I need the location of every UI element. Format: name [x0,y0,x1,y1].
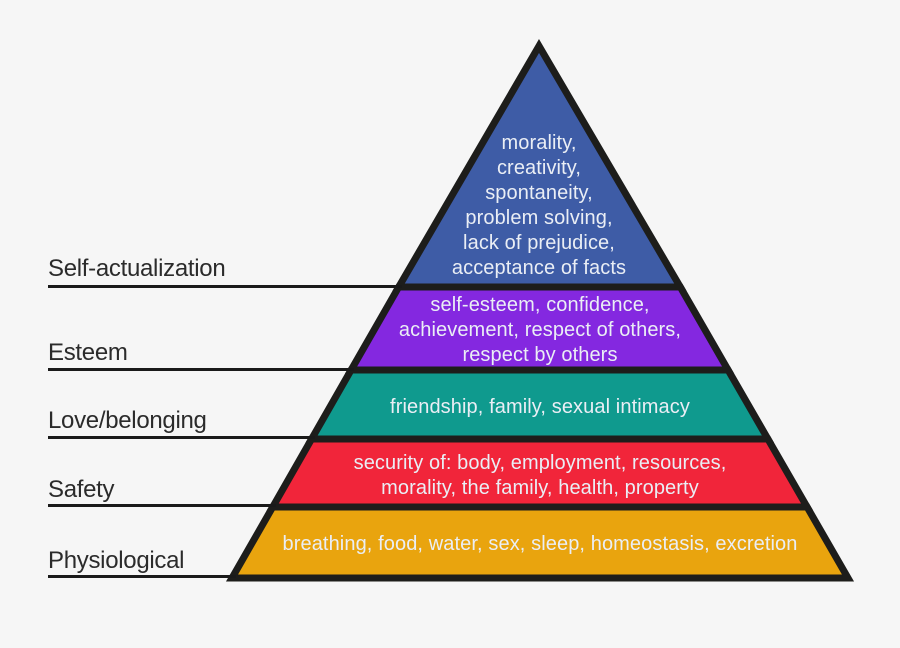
safety-label: Safety [48,476,115,503]
safety-items-text: security of: body, employment, resources… [353,452,727,499]
self-actualization-underline [48,285,402,288]
safety-underline [48,504,276,507]
self-actualization-items-text: morality, creativity, spontaneity, probl… [451,132,627,279]
love-belonging-items-text: friendship, family, sexual intimacy [390,396,690,418]
physiological-underline [48,575,236,578]
self-actualization-label: Self-actualization [48,255,226,282]
esteem-underline [48,368,354,371]
physiological-label: Physiological [48,547,185,574]
love-belonging-label: Love/belonging [48,407,207,434]
esteem-items-text: self-esteem, confidence, achievement, re… [398,294,682,366]
love-belonging-underline [48,436,315,439]
physiological-items-text: breathing, food, water, sex, sleep, home… [282,533,798,555]
esteem-label: Esteem [48,339,128,366]
pyramid-level-physiological-shape [225,503,855,582]
